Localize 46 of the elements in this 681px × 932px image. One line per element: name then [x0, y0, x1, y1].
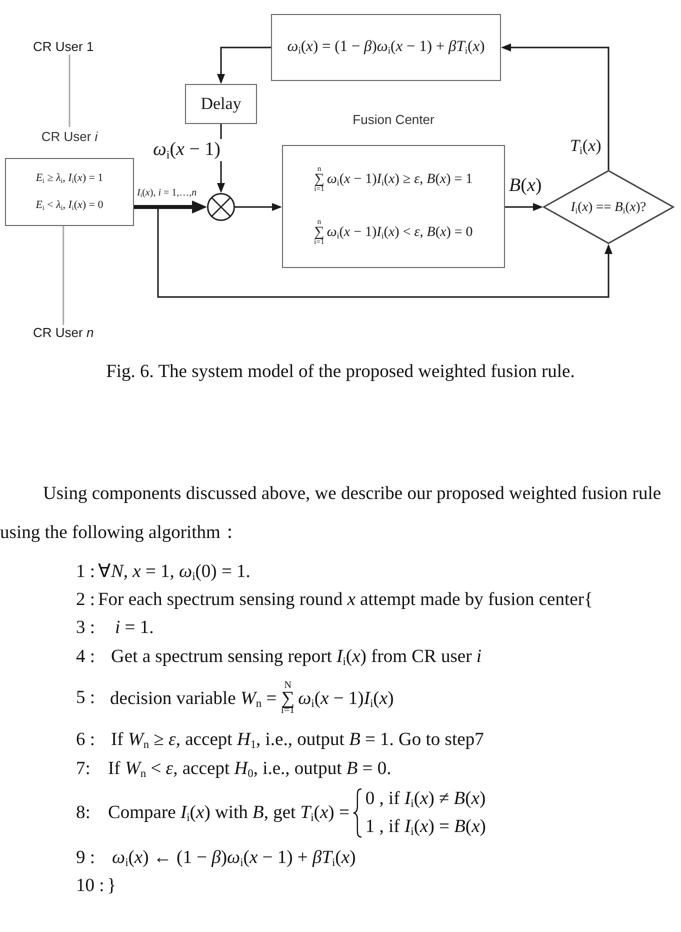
- edge-label: ω$_{i}$(x − 1): [152, 139, 222, 161]
- arrow: [235, 203, 282, 211]
- user-label: CR User n: [33, 325, 94, 341]
- step-number: 3 :: [76, 616, 96, 640]
- step-text: i = 1.: [115, 616, 154, 640]
- step-number: 6 :: [76, 728, 96, 752]
- arrow: [501, 44, 610, 170]
- step-text: Compare I$_{i}$(x) with B, get T$_{i}$(x) =: [108, 802, 350, 824]
- step-text: }: [107, 874, 116, 898]
- decision-text: I$_{i}$(x) == B$_{i}$(x)?: [570, 198, 646, 216]
- step-text: ω$_{i}$(x) ← (1 − β)ω$_{i}$(x − 1) + βT$_{i}$(x): [112, 846, 356, 870]
- formula: E$_{i}$ < λ$_{i}$, I$_{i}$(x) = 0: [36, 198, 104, 212]
- connector-line: [62, 226, 64, 325]
- step-text: For each spectrum sensing round x attempt made by fusion center{: [98, 588, 593, 612]
- case-text: 1 , if I$_{i}$(x) = B(x): [365, 816, 486, 838]
- process-box: [185, 84, 257, 124]
- edge-label: T$_{i}$(x): [569, 136, 602, 156]
- step-number: 9 :: [76, 846, 96, 870]
- connector-line: [68, 54, 70, 127]
- step-number: 1 :: [76, 560, 96, 584]
- arrow: [134, 200, 207, 214]
- decision-diamond: [543, 170, 674, 244]
- box-heading: Fusion Center: [352, 111, 434, 129]
- step-number: 2 :: [76, 588, 96, 612]
- step-number: 5 :: [76, 686, 96, 710]
- user-label: CR User 1: [33, 39, 94, 55]
- formula: E$_{i}$ ≥ λ$_{i}$, I$_{i}$(x) = 1: [36, 172, 104, 186]
- step-text: If W$_{n}$ < ε, accept H$_{0}$, i.e., output B = 0.: [108, 758, 392, 780]
- formula: ω$_{i}$(x) = (1 − β)ω$_{i}$(x − 1) + βT$_{i}$(x): [287, 38, 485, 57]
- step-text: ∀N, x = 1, ω$_{i}$(0) = 1.: [98, 560, 250, 584]
- edge-label: I$_{i}$(x), i = 1,…,n: [136, 187, 198, 199]
- edge-label: B(x): [508, 175, 543, 197]
- step-number: 10 :: [76, 874, 104, 898]
- figure-caption: Fig. 6. The system model of the proposed weighted fusion rule.: [106, 360, 575, 384]
- step-number: 7:: [76, 758, 90, 780]
- multiplier-circle: [207, 193, 235, 221]
- step-number: 8:: [76, 802, 90, 824]
- arrow: [217, 46, 271, 84]
- process-box: [271, 14, 501, 81]
- step-number: 4 :: [76, 646, 96, 668]
- step-text: If W$_{n}$ ≥ ε, accept H$_{1}$, i.e., output B = 1. Go to step7: [111, 728, 484, 752]
- box-label: Delay: [200, 94, 242, 114]
- user-label: CR User i: [41, 128, 98, 146]
- step-text: Get a spectrum sensing report I$_{i}$(x) from CR user i: [111, 646, 482, 668]
- arrow: [505, 203, 543, 211]
- case-text: 0 , if I$_{i}$(x) ≠ B(x): [365, 788, 486, 810]
